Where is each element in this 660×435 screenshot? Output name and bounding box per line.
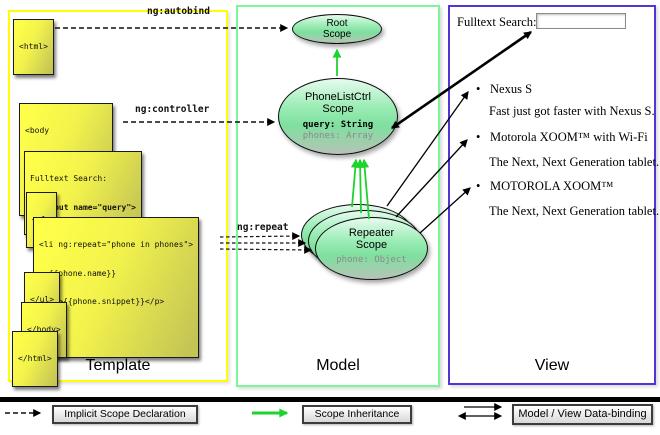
view-column-title: View xyxy=(534,357,570,374)
list-item-title: Nexus S xyxy=(490,82,533,96)
scope-title: Scope xyxy=(322,29,352,40)
phonelistctrl-scope-ellipse: PhoneListCtrl Scope query: String phones… xyxy=(278,78,398,155)
list-item-desc: The Next, Next Generation tablet. xyxy=(489,204,660,218)
code-line: Fulltext Search: xyxy=(30,174,108,183)
code-line: </body> xyxy=(27,325,61,334)
ng-controller-label: ng:controller xyxy=(135,104,210,115)
code-line: <body xyxy=(25,126,50,135)
scope-property: query: String xyxy=(302,120,374,130)
repeater-scope-ellipse: Repeater Scope phone: Object xyxy=(315,217,428,280)
scope-title: Repeater xyxy=(348,227,395,239)
view-column xyxy=(448,5,656,385)
scope-title: PhoneListCtrl xyxy=(304,91,372,103)
legend-separator-line xyxy=(0,397,660,402)
fulltext-search-label: Fulltext Search: xyxy=(457,15,537,29)
legend-scope-inheritance: Scope Inheritance xyxy=(302,405,412,424)
legend-implicit-scope-declaration: Implicit Scope Declaration xyxy=(52,405,198,424)
list-item-desc: The Next, Next Generation tablet. xyxy=(489,155,660,169)
root-scope-ellipse: Root Scope xyxy=(292,14,382,44)
model-column-title: Model xyxy=(316,357,360,374)
list-item-desc: Fast just got faster with Nexus S. xyxy=(489,104,655,118)
code-line: <p>{{phone.snippet}}</p> xyxy=(39,297,165,306)
code-line: {{phone.name}} xyxy=(39,268,117,278)
list-bullet: • xyxy=(476,130,481,144)
list-bullet: • xyxy=(476,179,481,193)
ng-repeat-label: ng:repeat xyxy=(237,222,289,233)
code-box-html-open: <html> xyxy=(13,19,54,75)
scope-title: Scope xyxy=(322,103,354,115)
model-column xyxy=(236,5,440,387)
scope-title: Scope xyxy=(355,239,388,251)
list-item-title: Motorola XOOM™ with Wi-Fi xyxy=(490,130,648,144)
code-line: </ul> xyxy=(30,295,55,304)
list-item-title: MOTOROLA XOOM™ xyxy=(490,179,614,193)
code-box-li-repeat: <li ng:repeat="phone in phones"> {{phone… xyxy=(33,217,200,358)
fulltext-search-input[interactable] xyxy=(536,13,626,29)
scope-property: phones: Array xyxy=(302,131,374,141)
code-line: </html> xyxy=(18,354,52,363)
code-line: <html> xyxy=(19,42,48,51)
list-bullet: • xyxy=(476,82,481,96)
scope-property: phone: Object xyxy=(336,255,407,265)
legend-model-view-data-binding: Model / View Data-binding xyxy=(512,404,653,425)
template-column-title: Template xyxy=(85,357,151,374)
code-line: <li ng:repeat="phone in phones"> xyxy=(39,240,194,249)
code-box-html-close: </html> xyxy=(12,331,58,387)
scope-title: Root xyxy=(326,18,348,29)
ng-autobind-label: ng:autobind xyxy=(147,6,210,17)
